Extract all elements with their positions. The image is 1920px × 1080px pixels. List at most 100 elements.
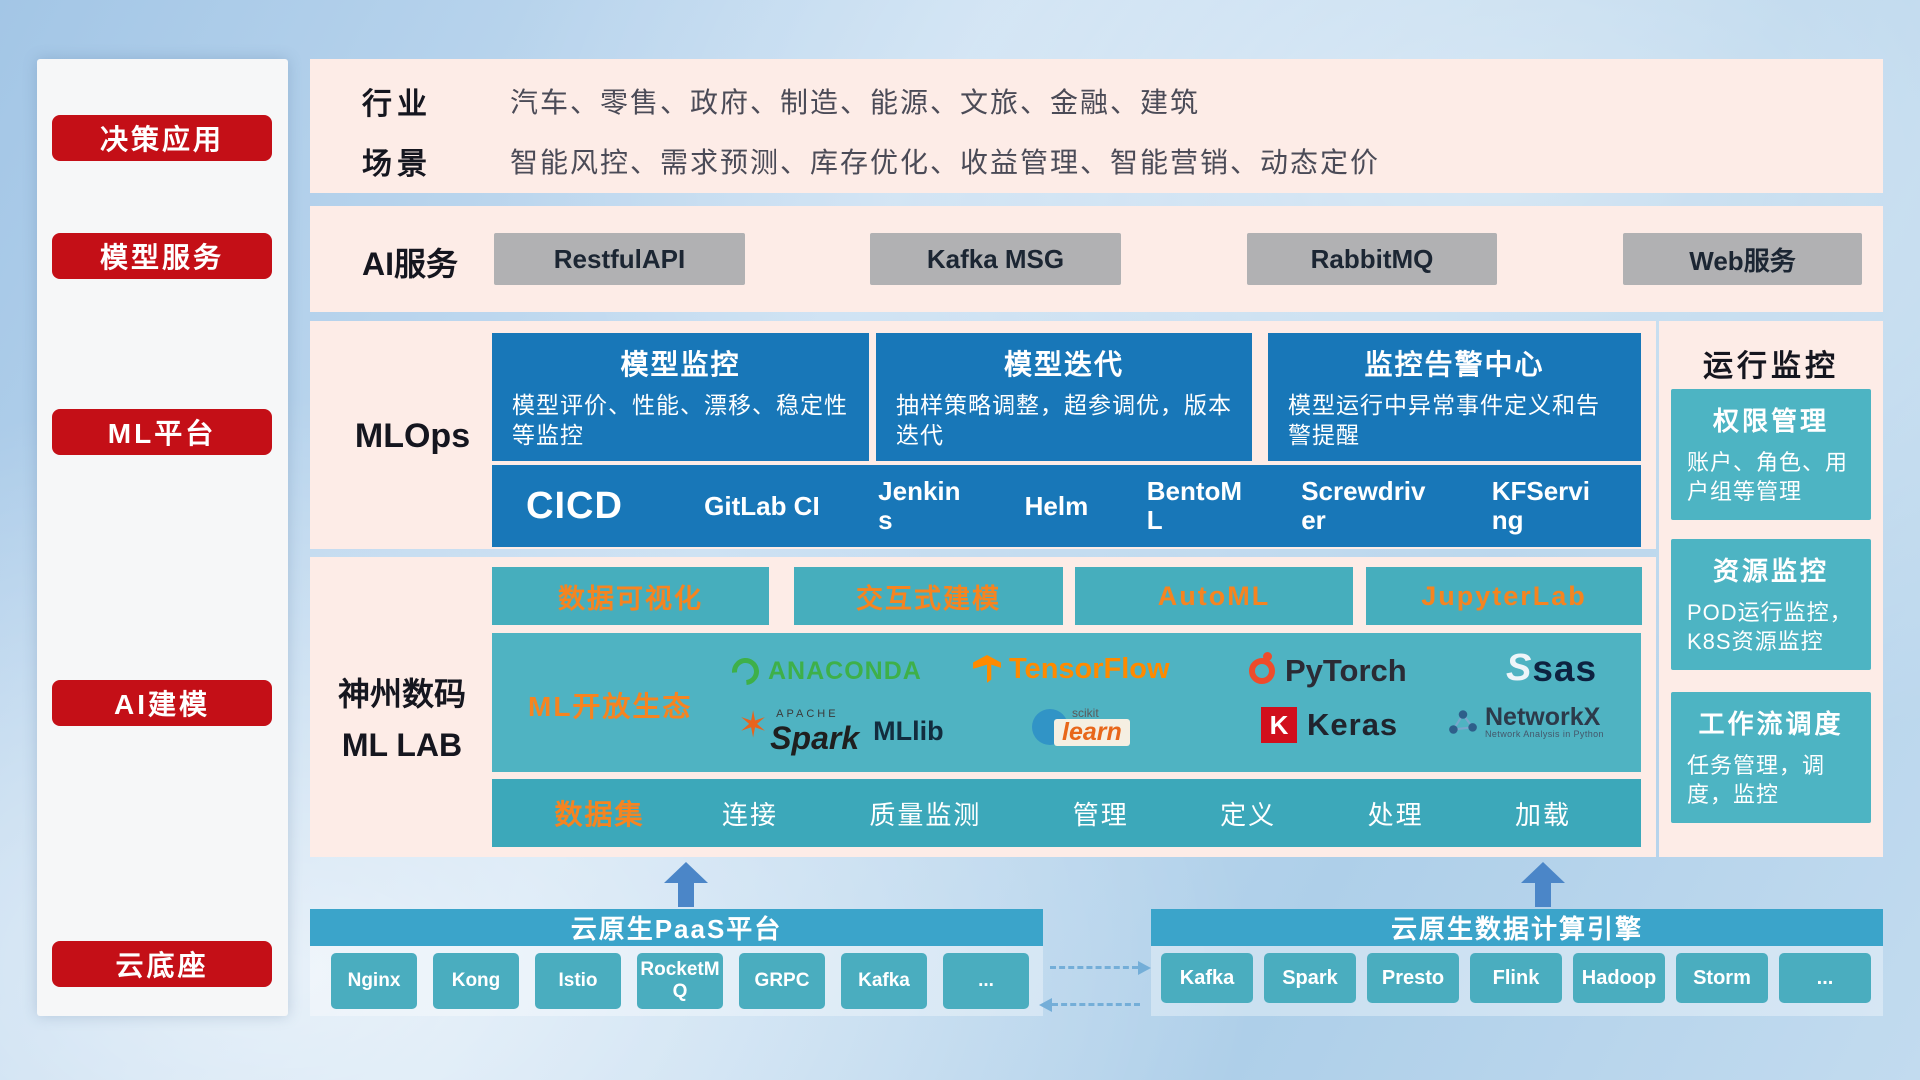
pytorch-flame-icon <box>1249 652 1275 684</box>
rail-btn-decision-apps[interactable]: 决策应用 <box>52 115 272 161</box>
spark-mllib-logo: ✶ APACHE Spark MLlib <box>738 704 944 756</box>
dataset-item-quality: 质量监测 <box>869 799 982 830</box>
paas-platform-title: 云原生PaaS平台 <box>570 914 783 944</box>
hadoop-chip[interactable]: Hadoop <box>1573 953 1665 1003</box>
tensorflow-icon <box>973 654 1001 683</box>
dataset-item-manage: 管理 <box>1072 799 1129 830</box>
spark-engine-chip[interactable]: Spark <box>1264 953 1356 1003</box>
apache-wordmark: APACHE <box>776 708 839 720</box>
card-title: 模型监控 <box>620 349 741 380</box>
rail-btn-model-services[interactable]: 模型服务 <box>52 233 272 279</box>
jupyterlab-button[interactable]: JupyterLab <box>1366 567 1642 625</box>
scenario-list: 智能风控、需求预测、库存优化、收益管理、智能营销、动态定价 <box>510 147 1381 178</box>
dataset-item-load: 加载 <box>1514 799 1571 830</box>
card-desc: 模型运行中异常事件定义和告警提醒 <box>1288 392 1600 448</box>
card-desc: POD运行监控，K8S资源监控 <box>1687 600 1853 655</box>
rail-btn-cloud-base[interactable]: 云底座 <box>52 941 272 987</box>
rail-btn-ml-platform[interactable]: ML平台 <box>52 409 272 455</box>
ml-ecosystem-block: ML开放生态 ANACONDA TensorFlow PyTorch S sas… <box>492 633 1641 772</box>
istio-chip[interactable]: Istio <box>535 953 621 1009</box>
keras-wordmark: Keras <box>1307 707 1399 742</box>
interactive-modeling-button[interactable]: 交互式建模 <box>794 567 1063 625</box>
arrow-head <box>1521 862 1565 883</box>
pytorch-wordmark: PyTorch <box>1285 653 1407 688</box>
ai-service-label: AI服务 <box>362 246 459 282</box>
tensorflow-wordmark: TensorFlow <box>1009 653 1170 685</box>
flink-chip[interactable]: Flink <box>1470 953 1562 1003</box>
kafka-engine-chip[interactable]: Kafka <box>1161 953 1253 1003</box>
data-engine-header: 云原生数据计算引擎 <box>1151 909 1883 946</box>
networkx-subtitle: Network Analysis in Python <box>1485 729 1604 739</box>
data-visualization-button[interactable]: 数据可视化 <box>492 567 769 625</box>
web-service-button[interactable]: Web服务 <box>1623 233 1862 285</box>
spark-star-icon: ✶ <box>738 703 769 745</box>
pytorch-logo: PyTorch <box>1249 652 1407 689</box>
kafka-chip[interactable]: Kafka <box>841 953 927 1009</box>
dataset-item-define: 定义 <box>1220 799 1277 830</box>
cicd-item-helm: Helm <box>1024 490 1089 521</box>
engine-more-chip[interactable]: ... <box>1779 953 1871 1003</box>
kong-chip[interactable]: Kong <box>433 953 519 1009</box>
cicd-item-gitlab-ci: GitLab CI <box>704 490 820 521</box>
ai-service-panel: AI服务 RestfulAPI Kafka MSG RabbitMQ Web服务 <box>310 206 1883 312</box>
sas-swoosh-icon: S <box>1506 647 1532 689</box>
grpc-chip[interactable]: GRPC <box>739 953 825 1009</box>
card-desc: 模型评价、性能、漂移、稳定性等监控 <box>512 392 848 448</box>
paas-platform-header: 云原生PaaS平台 <box>310 909 1043 946</box>
ml-lab-panel: 神州数码 ML LAB 数据可视化 交互式建模 AutoML JupyterLa… <box>310 557 1656 857</box>
ml-ecosystem-label: ML开放生态 <box>528 691 693 722</box>
more-chip[interactable]: ... <box>943 953 1029 1009</box>
scikit-learn-logo: scikit learn <box>1032 707 1130 746</box>
kafka-msg-button[interactable]: Kafka MSG <box>870 233 1121 285</box>
presto-chip[interactable]: Presto <box>1367 953 1459 1003</box>
card-title: 工作流调度 <box>1698 709 1844 739</box>
ml-lab-label-line2: ML LAB <box>341 727 463 764</box>
dataset-item-connect: 连接 <box>722 799 779 830</box>
ml-lab-label-line1: 神州数码 <box>337 676 466 712</box>
card-desc: 抽样策略调整，超参调优，版本迭代 <box>896 392 1232 448</box>
industry-label: 行业 <box>362 88 432 121</box>
up-arrow-engine <box>1521 862 1565 907</box>
keras-k-icon: K <box>1261 707 1297 743</box>
card-title: 资源监控 <box>1712 556 1829 586</box>
sas-wordmark: sas <box>1532 647 1598 689</box>
dataset-items: 连接 质量监测 管理 定义 处理 加载 <box>707 795 1641 832</box>
tensorflow-logo: TensorFlow <box>973 653 1170 686</box>
model-monitoring-card: 模型监控 模型评价、性能、漂移、稳定性等监控 <box>492 333 869 461</box>
card-title: 模型迭代 <box>1003 349 1124 380</box>
dataset-label: 数据集 <box>554 799 645 830</box>
anaconda-logo: ANACONDA <box>726 652 922 691</box>
networkx-graph-icon <box>1449 710 1477 734</box>
cicd-item-kfserving: KFServing <box>1491 476 1590 535</box>
arrow-stem <box>678 883 694 907</box>
cicd-items: GitLab CI Jenkins Helm BentoML Screwdriv… <box>675 477 1627 534</box>
scikit-wordmark: scikit <box>1072 706 1099 720</box>
left-rail: 决策应用 模型服务 ML平台 AI建模 云底座 <box>37 59 288 1016</box>
dataset-bar: 数据集 连接 质量监测 管理 定义 处理 加载 <box>492 779 1641 847</box>
cicd-item-jenkins: Jenkins <box>878 476 961 535</box>
cicd-bar: CICD GitLab CI Jenkins Helm BentoML Scre… <box>492 465 1641 547</box>
industry-scenario-panel: 行业 汽车、零售、政府、制造、能源、文旅、金融、建筑 场景 智能风控、需求预测、… <box>310 59 1883 193</box>
rabbitmq-button[interactable]: RabbitMQ <box>1247 233 1497 285</box>
spark-wordmark: Spark <box>770 720 860 756</box>
mlops-label: MLOps <box>354 417 471 455</box>
arrow-head <box>664 862 708 883</box>
up-arrow-paas <box>664 862 708 907</box>
workflow-scheduler-card: 工作流调度 任务管理，调度，监控 <box>1671 692 1871 823</box>
rail-btn-ai-modeling[interactable]: AI建模 <box>52 680 272 726</box>
networkx-logo: NetworkX Network Analysis in Python <box>1447 705 1604 739</box>
storm-chip[interactable]: Storm <box>1676 953 1768 1003</box>
rocketmq-chip[interactable]: RocketMQ <box>637 953 723 1009</box>
operation-monitor-title: 运行监控 <box>1703 350 1839 383</box>
restfulapi-button[interactable]: RestfulAPI <box>494 233 745 285</box>
nginx-chip[interactable]: Nginx <box>331 953 417 1009</box>
automl-button[interactable]: AutoML <box>1075 567 1353 625</box>
cicd-item-bentoml: BentoML <box>1146 476 1243 535</box>
card-title: 监控告警中心 <box>1364 349 1545 380</box>
resource-monitor-card: 资源监控 POD运行监控，K8S资源监控 <box>1671 539 1871 670</box>
industry-list: 汽车、零售、政府、制造、能源、文旅、金融、建筑 <box>510 87 1201 118</box>
arrow-stem <box>1535 883 1551 907</box>
dashed-arrow-right <box>1050 961 1151 975</box>
scenario-label: 场景 <box>362 148 432 181</box>
mllib-wordmark: MLlib <box>873 716 944 746</box>
